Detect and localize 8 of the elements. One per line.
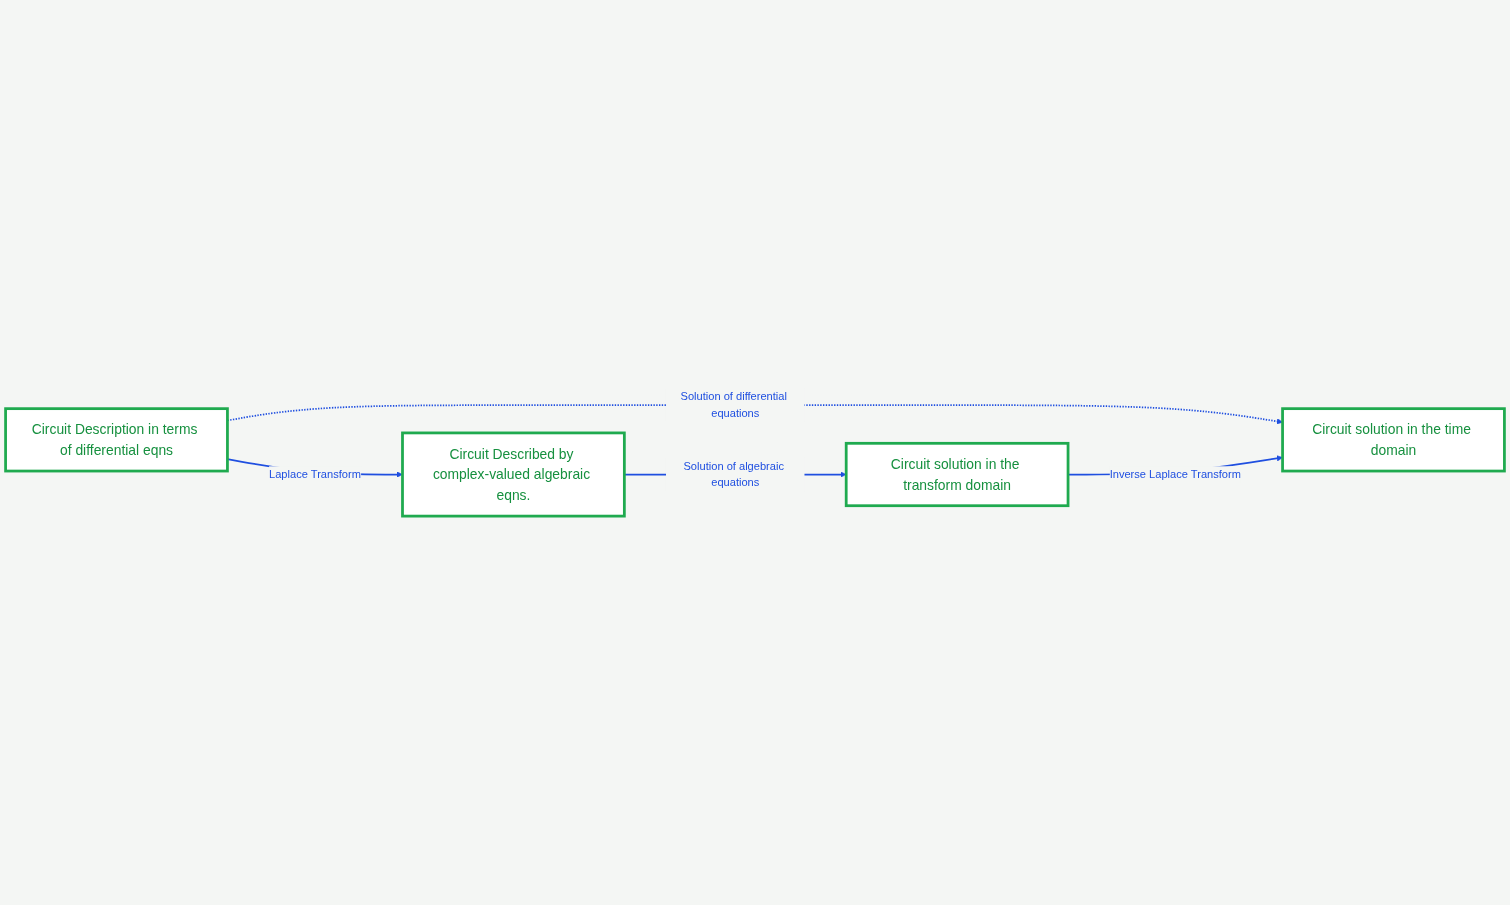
edge-label: Inverse Laplace Transform	[1109, 468, 1241, 481]
node-box: Circuit solution in the time domain	[1281, 407, 1506, 473]
edge-label: Solution of differential equations	[680, 390, 787, 420]
edge-label: Laplace Transform	[269, 468, 361, 481]
node-box: Circuit Description in terms of differential eqns	[4, 407, 229, 473]
edge-label: Solution of algebraic equations	[683, 460, 784, 489]
node-box: Circuit Described by complex-valued algebraic eqns.	[401, 431, 626, 518]
node-box: Circuit solution in the transform domain	[844, 442, 1070, 508]
